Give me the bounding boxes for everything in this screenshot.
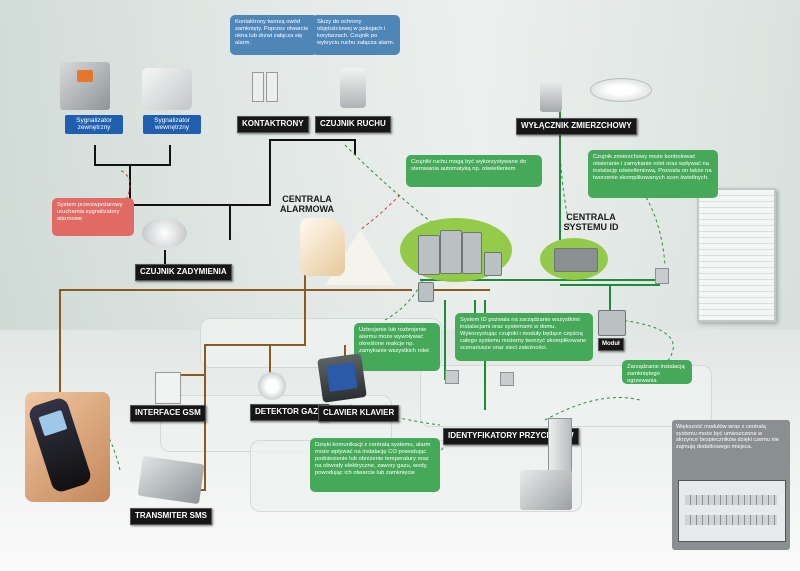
note-system-przeciwpozarowy: System przeciwpożarowy uruchamia sygnali… bbox=[52, 198, 134, 236]
panel-note: Większość modułów wraz z centralą system… bbox=[676, 424, 779, 451]
button-identifiers-group bbox=[520, 470, 572, 510]
system-id-central-unit bbox=[554, 248, 598, 272]
motion-sensor bbox=[340, 68, 366, 108]
label-sygnalizator-zewnetrzny: Sygnalizator zewnętrzny bbox=[65, 115, 123, 134]
label-wylacznik-text: WYŁĄCZNIK ZMIERZCHOWY bbox=[521, 121, 632, 130]
label-czujnik-ruchu: CZUJNIK RUCHU bbox=[315, 116, 391, 133]
module-2 bbox=[440, 230, 462, 274]
module-5 bbox=[418, 282, 434, 302]
fuse-row-1 bbox=[685, 495, 777, 505]
ceiling-lamp bbox=[590, 78, 652, 102]
roller-blind-window bbox=[697, 188, 776, 322]
internal-siren bbox=[142, 68, 192, 110]
title-centrala-systemu-id: CENTRALA SYSTEMU ID bbox=[563, 212, 619, 232]
module-1 bbox=[418, 235, 440, 275]
label-modul: Moduł bbox=[598, 338, 624, 351]
phone-screen bbox=[38, 409, 68, 437]
fuse-box-panel: Większość modułów wraz z centralą system… bbox=[672, 420, 790, 550]
reed-contact-2 bbox=[266, 72, 278, 102]
twilight-switch bbox=[540, 82, 562, 112]
fuse-box-image bbox=[678, 480, 786, 542]
label-czujnik-zadymienia: CZUJNIK ZADYMIENIA bbox=[135, 264, 232, 281]
heating-module bbox=[598, 310, 626, 336]
wall-switch-1 bbox=[445, 370, 459, 384]
alarm-central-unit bbox=[300, 218, 345, 276]
gsm-interface-device bbox=[155, 372, 181, 404]
note-czujnik-ruchu: Służy do ochrony objętościowej w pokojac… bbox=[312, 15, 400, 55]
title-centrala-alarmowa: CENTRALA ALARMOWA bbox=[280, 194, 334, 214]
label-identyfikatory: IDENTYFIKATORY PRZYCISKÓW bbox=[443, 428, 579, 445]
note-gaz: Dzięki komunikacji z centralą systemu, a… bbox=[310, 438, 440, 492]
keypad-buttons-icon bbox=[326, 362, 358, 392]
label-clavier: CLAVIER KLAVIER bbox=[318, 405, 400, 422]
wall-switch-3 bbox=[655, 268, 669, 284]
note-ogrzewanie: Zarządzanie instalacją zamkniętego ogrze… bbox=[622, 360, 692, 384]
label-wylacznik-zmierzchowy: WYŁĄCZNIK ZMIERZCHOWY bbox=[516, 118, 637, 135]
note-zmierzch: Czujnik zmierzchowy może kontrolować otw… bbox=[588, 150, 718, 198]
fuse-row-2 bbox=[685, 515, 777, 525]
sms-transmitter-device bbox=[137, 455, 205, 505]
keypad-device bbox=[317, 353, 367, 403]
label-detektor-gazu: DETEKTOR GAZU bbox=[250, 404, 329, 421]
gas-detector bbox=[258, 372, 286, 400]
external-siren bbox=[60, 62, 110, 110]
note-kontaktrony: Kontaktrony tworzą owód zamknięty. Poprz… bbox=[230, 15, 318, 55]
note-system-id: System ID pozwala na zarządzanie wszystk… bbox=[455, 313, 593, 361]
siren-lamp-icon bbox=[77, 70, 93, 82]
smoke-detector bbox=[142, 218, 187, 248]
wall-switch-2 bbox=[500, 372, 514, 386]
label-sygnalizator-wewnetrzny: Sygnalizator wewnętrzny bbox=[143, 115, 201, 134]
label-kontaktrony: KONTAKTRONY bbox=[237, 116, 309, 133]
module-4 bbox=[484, 252, 502, 276]
label-transmiter-sms: TRANSMITER SMS bbox=[130, 508, 212, 525]
module-3 bbox=[462, 232, 482, 274]
note-czujnik-scen: Czujniki ruchu mogą być wykorzystywane d… bbox=[406, 155, 542, 187]
label-interface-gsm: INTERFACE GSM bbox=[130, 405, 206, 422]
note-uzbrojenie: Uzbrojenie lub rozbrojenie alarmu może w… bbox=[354, 323, 440, 371]
reed-contact-1 bbox=[252, 72, 264, 102]
